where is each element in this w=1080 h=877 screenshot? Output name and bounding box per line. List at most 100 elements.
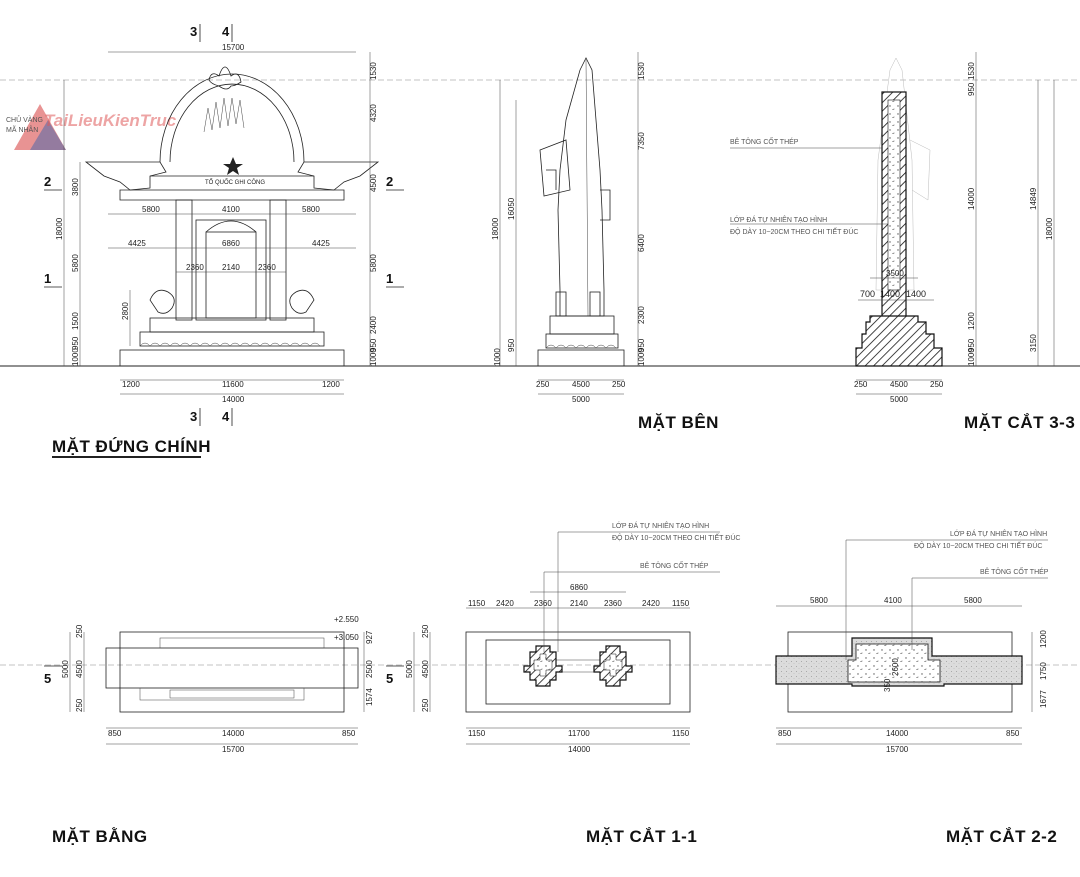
section22-dim-2600: 2600 bbox=[891, 658, 900, 676]
section22-dim-850-left: 850 bbox=[778, 729, 792, 738]
dim-base-1200-left: 1200 bbox=[122, 380, 140, 389]
side-dim-7350: 7350 bbox=[637, 132, 646, 150]
section11-dim-1150-right: 1150 bbox=[672, 599, 690, 608]
side-dim-16050: 16050 bbox=[507, 197, 516, 220]
section33-dim-1000: 1000 bbox=[967, 348, 976, 366]
plan-elev-2550: +2.550 bbox=[334, 615, 359, 624]
title-section-1-1: MẶT CẮT 1-1 bbox=[586, 827, 697, 846]
section22-dim-15700: 15700 bbox=[886, 745, 909, 754]
side-elevation: 18000 16050 950 1000 1530 7350 6400 2300… bbox=[491, 52, 719, 432]
dim-right-4500: 4500 bbox=[369, 174, 378, 192]
plan-dim-250-top: 250 bbox=[75, 624, 84, 638]
axis-4-top: 4 bbox=[222, 24, 230, 39]
section33-dim-1200: 1200 bbox=[967, 312, 976, 330]
section33-dim-14000: 14000 bbox=[967, 187, 976, 210]
dim-right-4320: 4320 bbox=[369, 104, 378, 122]
section22-dim-1750: 1750 bbox=[1039, 662, 1048, 680]
axis-5-plan: 5 bbox=[44, 671, 51, 686]
plan-view: 5 +2.550 +3.050 250 4500 250 5000 927 25… bbox=[44, 615, 374, 846]
plan-dim-850-right: 850 bbox=[342, 729, 356, 738]
section11-dim-1150-left: 1150 bbox=[468, 599, 486, 608]
section22-dim-5800-left: 5800 bbox=[810, 596, 828, 605]
section33-dim-5000: 5000 bbox=[890, 395, 908, 404]
dim-left-1000: 1000 bbox=[71, 348, 80, 366]
dim-left-3800: 3800 bbox=[71, 178, 80, 196]
watermark-sub2: MÃ NHÂN bbox=[6, 125, 38, 134]
side-dim-250-right: 250 bbox=[612, 380, 626, 389]
title-side-elevation: MẶT BÊN bbox=[638, 413, 719, 432]
side-dim-2300: 2300 bbox=[637, 306, 646, 324]
section11-dim-250-top: 250 bbox=[421, 624, 430, 638]
dim-left-950: 950 bbox=[71, 336, 80, 350]
dim-base-14000: 14000 bbox=[222, 395, 245, 404]
section22-note-thickness: ĐỘ DÀY 10~20CM THEO CHI TIẾT ĐÚC bbox=[914, 540, 1042, 550]
dim-6860: 6860 bbox=[222, 239, 240, 248]
plan-dim-2500: 2500 bbox=[365, 660, 374, 678]
section22-dim-1200: 1200 bbox=[1039, 630, 1048, 648]
dim-right-950: 950 bbox=[369, 338, 378, 352]
section33-note-stone: LỚP ĐÁ TỰ NHIÊN TẠO HÌNH bbox=[730, 215, 827, 224]
section33-note-thickness: ĐỘ DÀY 10~20CM THEO CHI TIẾT ĐÚC bbox=[730, 226, 858, 236]
section11-dim-6860: 6860 bbox=[570, 583, 588, 592]
dim-right-5800: 5800 bbox=[369, 254, 378, 272]
side-dim-5000: 5000 bbox=[572, 395, 590, 404]
section11-dim-2420-right: 2420 bbox=[642, 599, 660, 608]
section11-dim-11700: 11700 bbox=[568, 729, 590, 738]
section33-dim-250-left: 250 bbox=[854, 380, 868, 389]
front-elevation: 3 4 3 4 2 2 1 1 15700 TỔ QUỐC GHI CÔNG bbox=[44, 24, 404, 458]
title-plan: MẶT BẰNG bbox=[52, 827, 148, 846]
plan-dim-927: 927 bbox=[365, 630, 374, 644]
section-2-2: LỚP ĐÁ TỰ NHIÊN TẠO HÌNH ĐỘ DÀY 10~20CM … bbox=[775, 529, 1057, 846]
dim-left-2800: 2800 bbox=[121, 302, 130, 320]
section11-note-stone: LỚP ĐÁ TỰ NHIÊN TẠO HÌNH bbox=[612, 521, 709, 530]
watermark-logo: TaiLieuKienTruc CHỦ VÀNG MÃ NHÂN bbox=[6, 104, 177, 150]
section-1-1: 5 LỚP ĐÁ TỰ NHIÊN TẠO HÌNH ĐỘ DÀY 10~20C… bbox=[386, 521, 740, 846]
title-section-3-3: MẶT CẮT 3-3 bbox=[964, 413, 1075, 432]
section33-dim-1530: 1530 bbox=[967, 62, 976, 80]
side-dim-1530: 1530 bbox=[637, 62, 646, 80]
dim-base-11600: 11600 bbox=[222, 380, 244, 389]
section22-dim-4100: 4100 bbox=[884, 596, 902, 605]
dim-right-1530: 1530 bbox=[369, 62, 378, 80]
side-dim-right-1000: 1000 bbox=[637, 348, 646, 366]
section33-dim-3500: 3500 bbox=[886, 269, 904, 278]
section11-dim-2140: 2140 bbox=[570, 599, 588, 608]
dim-left-5800: 5800 bbox=[71, 254, 80, 272]
dim-right-1000: 1000 bbox=[369, 348, 378, 366]
dim-left-18000: 18000 bbox=[55, 217, 64, 240]
dim-base-1200-right: 1200 bbox=[322, 380, 340, 389]
plan-dim-14000: 14000 bbox=[222, 729, 245, 738]
section11-note-concrete: BÊ TÔNG CỐT THÉP bbox=[640, 560, 709, 570]
side-dim-250-left: 250 bbox=[536, 380, 550, 389]
side-dim-right-950: 950 bbox=[637, 338, 646, 352]
side-dim-left-1000: 1000 bbox=[493, 348, 502, 366]
dim-2360-left: 2360 bbox=[186, 263, 204, 272]
section33-dim-950-bottom: 950 bbox=[967, 338, 976, 352]
axis-2-right: 2 bbox=[386, 174, 393, 189]
section33-dim-1400a: 1400 bbox=[880, 289, 900, 299]
side-dim-left-950: 950 bbox=[507, 338, 516, 352]
section33-dim-1400b: 1400 bbox=[906, 289, 926, 299]
dim-5800-left: 5800 bbox=[142, 205, 160, 214]
axis-1-right: 1 bbox=[386, 271, 393, 286]
section11-dim-2360-left: 2360 bbox=[534, 599, 552, 608]
section33-column-core bbox=[887, 99, 901, 291]
plan-dim-15700: 15700 bbox=[222, 745, 245, 754]
section33-dim-3150: 3150 bbox=[1029, 334, 1038, 352]
section22-dim-14000: 14000 bbox=[886, 729, 909, 738]
section33-dim-250-right: 250 bbox=[930, 380, 944, 389]
dim-left-1500: 1500 bbox=[71, 312, 80, 330]
plan-dim-1574: 1574 bbox=[365, 688, 374, 706]
axis-3-bottom: 3 bbox=[190, 409, 197, 424]
watermark-brand: TaiLieuKienTruc bbox=[44, 111, 177, 130]
section11-dim-5000: 5000 bbox=[405, 660, 414, 678]
section22-note-concrete: BÊ TÔNG CỐT THÉP bbox=[980, 566, 1049, 576]
section22-note-stone: LỚP ĐÁ TỰ NHIÊN TẠO HÌNH bbox=[950, 529, 1047, 538]
section11-dim-2420-left: 2420 bbox=[496, 599, 514, 608]
section22-dim-350: 350 bbox=[883, 678, 892, 692]
axis-1-left: 1 bbox=[44, 271, 51, 286]
plan-dim-4500: 4500 bbox=[75, 660, 84, 678]
section11-dim-250-bottom: 250 bbox=[421, 698, 430, 712]
section22-dim-850-right: 850 bbox=[1006, 729, 1020, 738]
